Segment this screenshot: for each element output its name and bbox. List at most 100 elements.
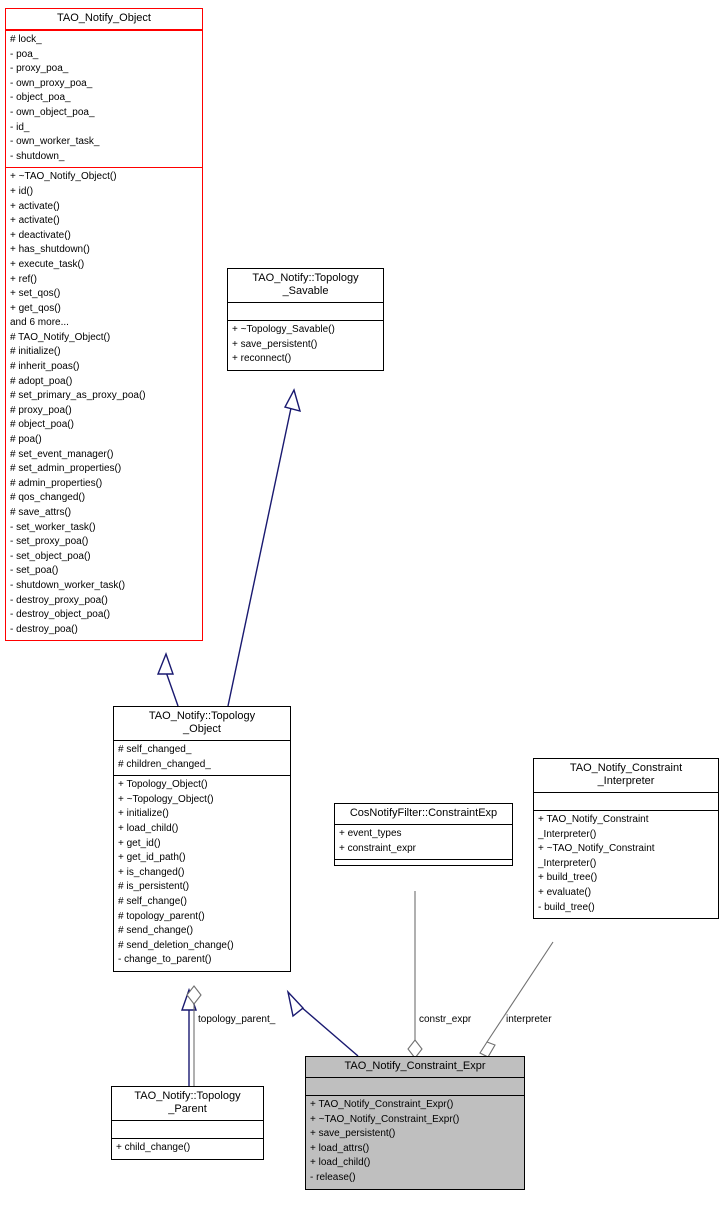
class-node-topology-savable[interactable]: TAO_Notify::Topology _Savable + ~Topolog…	[227, 268, 384, 371]
class-title: TAO_Notify_Constraint _Interpreter	[569, 762, 683, 787]
operation-row: - destroy_proxy_poa()	[10, 594, 108, 606]
operation-row: - build_tree()	[538, 901, 595, 913]
operation-row: # send_change()	[118, 925, 194, 937]
operation-row: + ref()	[10, 273, 37, 285]
operation-row: + reconnect()	[232, 353, 292, 365]
attribute-row: + event_types	[339, 828, 402, 839]
operation-row: + load_attrs()	[310, 1142, 370, 1154]
operation-row: + ~TAO_Notify_Object()	[10, 171, 117, 183]
class-operations: + Topology_Object() + ~Topology_Object()…	[114, 775, 290, 971]
operation-row: + ~Topology_Object()	[118, 793, 214, 805]
aggregation-edge-constr-expr	[407, 891, 423, 1059]
class-operations: + TAO_Notify_Constraint_Expr() + ~TAO_No…	[306, 1095, 524, 1189]
attribute-row: - own_worker_task_	[10, 136, 100, 148]
operation-row: # send_deletion_change()	[118, 939, 234, 951]
class-attributes: # self_changed_ # children_changed_	[114, 740, 290, 775]
operation-row: + load_child()	[310, 1157, 371, 1169]
inheritance-edge-topology-parent-to-topology-object	[181, 987, 197, 1086]
operation-row: # initialize()	[10, 346, 61, 358]
attribute-row: - shutdown_	[10, 150, 65, 162]
inheritance-edge-constraint-expr-to-topology-object	[286, 989, 359, 1057]
class-operations: + child_change()	[112, 1138, 263, 1159]
inheritance-edge-topology-object-to-notify-object	[156, 652, 179, 707]
attribute-row: - own_object_poa_	[10, 106, 95, 118]
operation-row: - set_worker_task()	[10, 521, 96, 533]
operation-row: _Interpreter()	[538, 828, 597, 840]
operation-row: + ~TAO_Notify_Constraint	[538, 843, 655, 855]
operation-row: + TAO_Notify_Constraint_Expr()	[310, 1099, 454, 1110]
attribute-row: # self_changed_	[118, 744, 192, 755]
operation-row: # save_attrs()	[10, 507, 72, 518]
class-operations: + TAO_Notify_Constraint _Interpreter() +…	[534, 810, 718, 918]
operation-row: + execute_task()	[10, 258, 85, 270]
operation-row: _Interpreter()	[538, 857, 597, 869]
operation-row: - change_to_parent()	[118, 954, 212, 966]
operation-row: # is_persistent()	[118, 881, 190, 893]
operation-row: # poa()	[10, 434, 42, 446]
class-attributes: # lock_ - poa_ - proxy_poa_ - own_proxy_…	[6, 30, 202, 167]
class-title: TAO_Notify::Topology _Parent	[134, 1090, 241, 1115]
operation-row: + set_qos()	[10, 288, 61, 300]
class-title: CosNotifyFilter::ConstraintExp	[349, 807, 498, 819]
attribute-row: - object_poa_	[10, 92, 71, 104]
class-node-constraint-exp[interactable]: CosNotifyFilter::ConstraintExp + event_t…	[334, 803, 513, 867]
operation-row: # TAO_Notify_Object()	[10, 331, 111, 343]
operation-row: - shutdown_worker_task()	[10, 579, 126, 591]
operation-row: - set_object_poa()	[10, 550, 91, 562]
class-node-constraint-expr[interactable]: TAO_Notify_Constraint_Expr + TAO_Notify_…	[305, 1056, 525, 1190]
attribute-row: - id_	[10, 121, 30, 133]
class-operations: + ~TAO_Notify_Object() + id() + activate…	[6, 167, 202, 640]
operation-row: + Topology_Object()	[118, 779, 208, 791]
attribute-row: - proxy_poa_	[10, 63, 69, 75]
operation-row: # inherit_poas()	[10, 361, 80, 373]
operation-row: + ~TAO_Notify_Constraint_Expr()	[310, 1113, 460, 1125]
attribute-row: + constraint_expr	[339, 842, 416, 854]
aggregation-edge-interpreter	[479, 941, 554, 1058]
operation-row: - destroy_poa()	[10, 623, 78, 635]
operation-row: - set_poa()	[10, 565, 59, 577]
operation-row: - destroy_object_poa()	[10, 609, 111, 621]
operation-row: + get_id()	[118, 837, 161, 849]
operation-row: + id()	[10, 185, 34, 197]
operation-row: and 6 more...	[10, 317, 69, 329]
operation-row: # set_admin_properties()	[10, 463, 122, 475]
operation-row: # set_primary_as_proxy_poa()	[10, 390, 146, 402]
operation-row: + build_tree()	[538, 872, 598, 884]
operation-row: # qos_changed()	[10, 492, 86, 504]
class-attributes: + event_types + constraint_expr	[335, 824, 512, 859]
operation-row: + activate()	[10, 215, 60, 227]
operation-row: + load_child()	[118, 822, 179, 834]
operation-row: # topology_parent()	[118, 910, 205, 922]
aggregation-edge-topology-parent	[186, 985, 202, 1086]
class-title: TAO_Notify_Object	[6, 9, 202, 30]
operation-row: + deactivate()	[10, 229, 71, 241]
operation-row: + get_qos()	[10, 302, 61, 314]
inheritance-edge-topology-object-to-topology-savable	[227, 388, 302, 707]
operation-row: # set_event_manager()	[10, 448, 114, 460]
operation-row: - release()	[310, 1171, 356, 1183]
class-attributes	[112, 1120, 263, 1138]
class-node-topology-object[interactable]: TAO_Notify::Topology _Object # self_chan…	[113, 706, 291, 972]
operation-row: # self_change()	[118, 895, 187, 907]
operation-row: + TAO_Notify_Constraint	[538, 814, 649, 825]
class-node-tao-notify-object[interactable]: TAO_Notify_Object # lock_ - poa_ - proxy…	[5, 8, 203, 642]
edge-label-topology-parent: topology_parent_	[198, 1014, 276, 1025]
operation-row: # adopt_poa()	[10, 375, 73, 387]
class-title: TAO_Notify::Topology _Object	[148, 710, 256, 735]
operation-row: + save_persistent()	[310, 1128, 396, 1140]
operation-row: + evaluate()	[538, 886, 592, 898]
operation-row: - set_proxy_poa()	[10, 536, 89, 548]
operation-row: + get_id_path()	[118, 852, 186, 864]
operation-row: # object_poa()	[10, 419, 74, 431]
operation-row: + is_changed()	[118, 866, 185, 878]
operation-row: + child_change()	[116, 1142, 191, 1153]
attribute-row: - poa_	[10, 48, 39, 60]
attribute-row: # children_changed_	[118, 758, 211, 770]
attribute-row: # lock_	[10, 34, 42, 45]
class-node-constraint-interpreter[interactable]: TAO_Notify_Constraint _Interpreter + TAO…	[533, 758, 719, 920]
class-title: TAO_Notify::Topology _Savable	[252, 272, 359, 297]
operation-row: # admin_properties()	[10, 477, 103, 489]
class-node-topology-parent[interactable]: TAO_Notify::Topology _Parent + child_cha…	[111, 1086, 264, 1160]
edge-label-constr-expr: constr_expr	[419, 1014, 472, 1025]
